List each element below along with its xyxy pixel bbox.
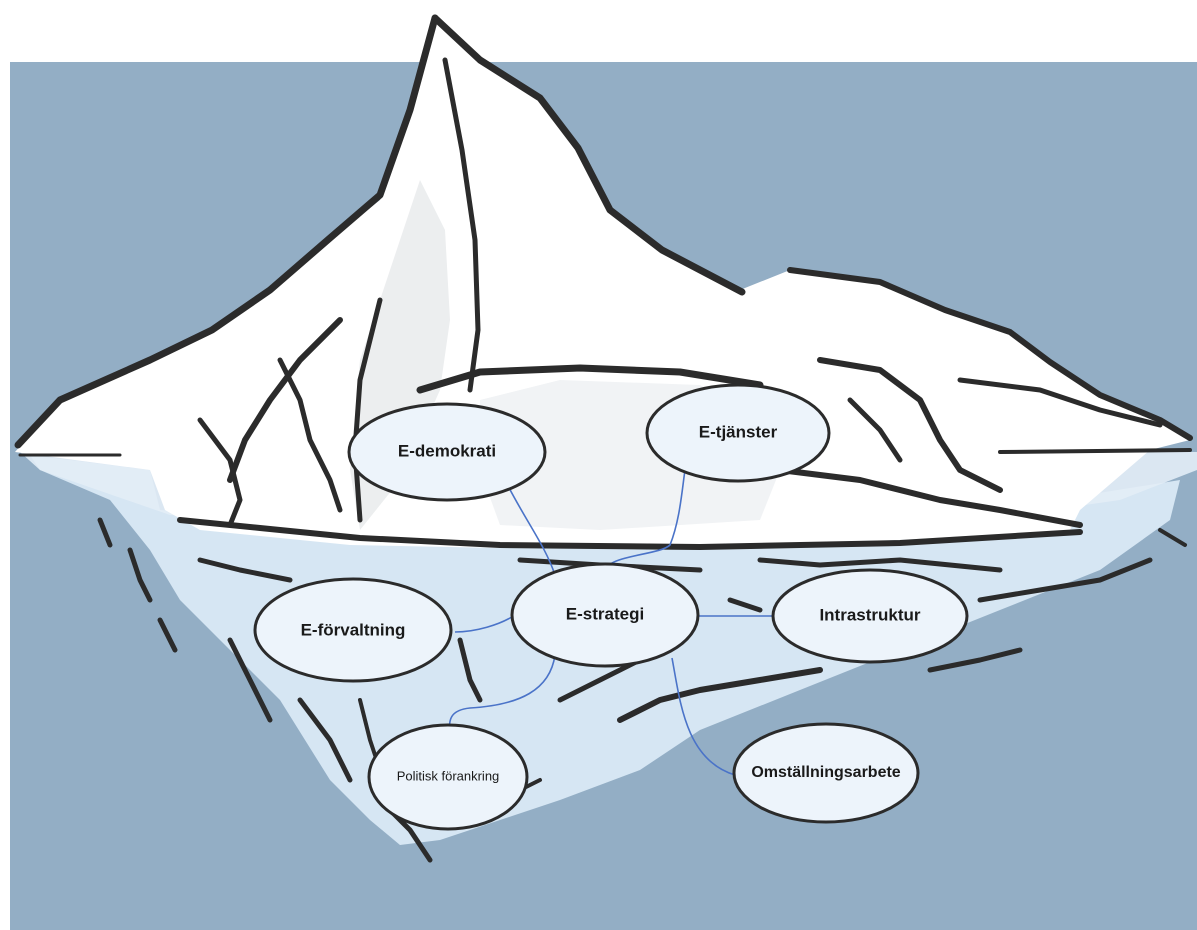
node-politisk-forankring: Politisk förankring <box>369 725 527 829</box>
node-e-tjanster: E-tjänster <box>647 385 829 481</box>
node-label-omstallningsarbete: Omställningsarbete <box>751 764 900 781</box>
node-e-demokrati: E-demokrati <box>349 404 545 500</box>
node-label-intrastruktur: Intrastruktur <box>819 605 920 624</box>
node-label-e-strategi: E-strategi <box>566 604 644 623</box>
node-e-forvaltning: E-förvaltning <box>255 579 451 681</box>
node-label-e-tjanster: E-tjänster <box>699 422 778 441</box>
node-label-e-forvaltning: E-förvaltning <box>301 620 406 639</box>
node-e-strategi: E-strategi <box>512 564 698 666</box>
node-label-politisk-forankring: Politisk förankring <box>397 768 500 783</box>
node-omstallningsarbete: Omställningsarbete <box>734 724 918 822</box>
node-label-e-demokrati: E-demokrati <box>398 441 496 460</box>
node-intrastruktur: Intrastruktur <box>773 570 967 662</box>
